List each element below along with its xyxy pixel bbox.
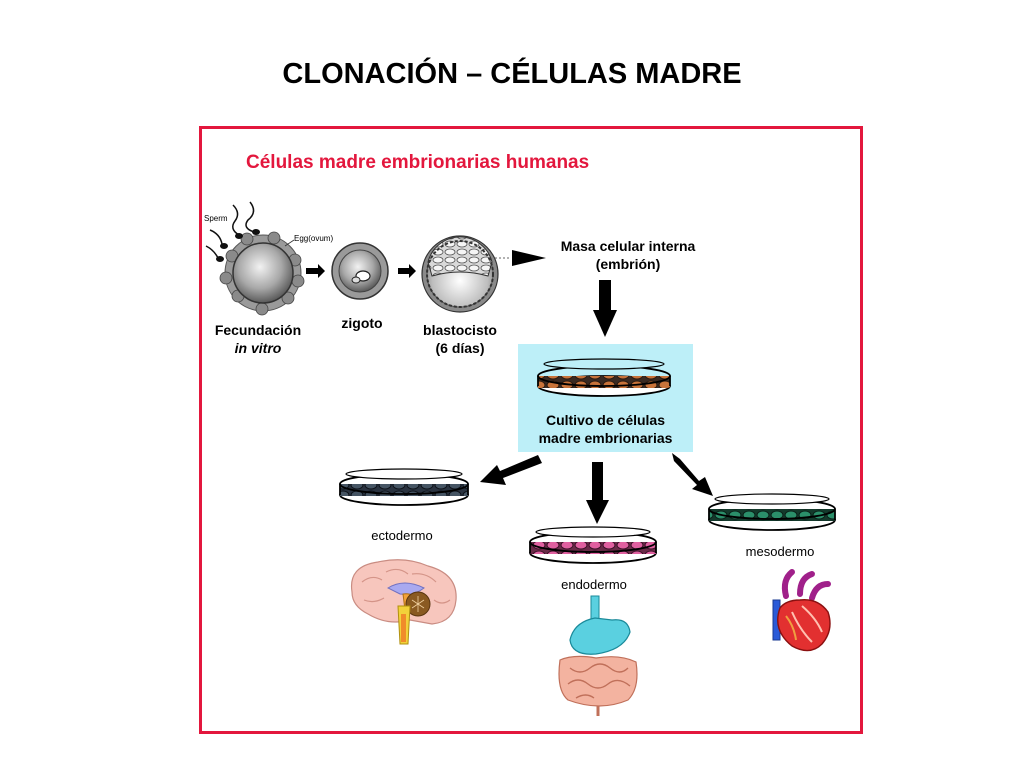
arrows-to-germ-layers bbox=[480, 453, 713, 524]
panel-title: Células madre embrionarias humanas bbox=[246, 152, 590, 173]
zygote-icon bbox=[331, 242, 389, 300]
brain-icon bbox=[350, 559, 457, 645]
endoderm-label: endodermo bbox=[561, 577, 627, 592]
slide-title: CLONACIÓN – CÉLULAS MADRE bbox=[282, 58, 742, 90]
mesoderm-label: mesodermo bbox=[745, 544, 815, 559]
fertilization-label-line2: in vitro bbox=[234, 340, 282, 356]
blastocyst-label: blastocisto (6 días) bbox=[410, 321, 510, 357]
egg-label: Egg(ovum) bbox=[294, 234, 333, 243]
arrow-to-inner-mass bbox=[512, 250, 546, 266]
mesoderm-dish-icon bbox=[708, 493, 836, 531]
inner-mass-label: Masa celular interna (embrión) bbox=[545, 237, 711, 273]
inner-mass-label-line2: (embrión) bbox=[595, 256, 661, 272]
digestive-tract-icon bbox=[558, 595, 638, 716]
heart-icon bbox=[772, 569, 831, 652]
petri-dish-icon bbox=[537, 358, 671, 397]
arrow-to-culture bbox=[593, 280, 617, 337]
blastocyst-label-line1: blastocisto bbox=[423, 322, 497, 338]
culture-label-line1: Cultivo de células bbox=[545, 412, 666, 428]
inner-mass-label-line1: Masa celular interna bbox=[560, 238, 696, 254]
zygote-label: zigoto bbox=[341, 315, 383, 331]
sperm-label: Sperm bbox=[204, 214, 228, 223]
fertilization-label-line1: Fecundación bbox=[214, 322, 302, 338]
stage-arrows bbox=[306, 264, 416, 278]
ectoderm-label: ectodermo bbox=[371, 528, 433, 543]
culture-label: Cultivo de células madre embrionarias bbox=[518, 411, 693, 447]
blastocyst-label-line2: (6 días) bbox=[435, 340, 485, 356]
endoderm-dish-icon bbox=[529, 526, 657, 564]
blastocyst-icon bbox=[421, 235, 499, 313]
fertilized-egg-icon bbox=[205, 201, 305, 316]
diagram-frame bbox=[199, 126, 863, 734]
fertilization-label: Fecundación in vitro bbox=[200, 321, 316, 357]
culture-label-line2: madre embrionarias bbox=[538, 430, 673, 446]
ectoderm-dish-icon bbox=[339, 468, 469, 506]
